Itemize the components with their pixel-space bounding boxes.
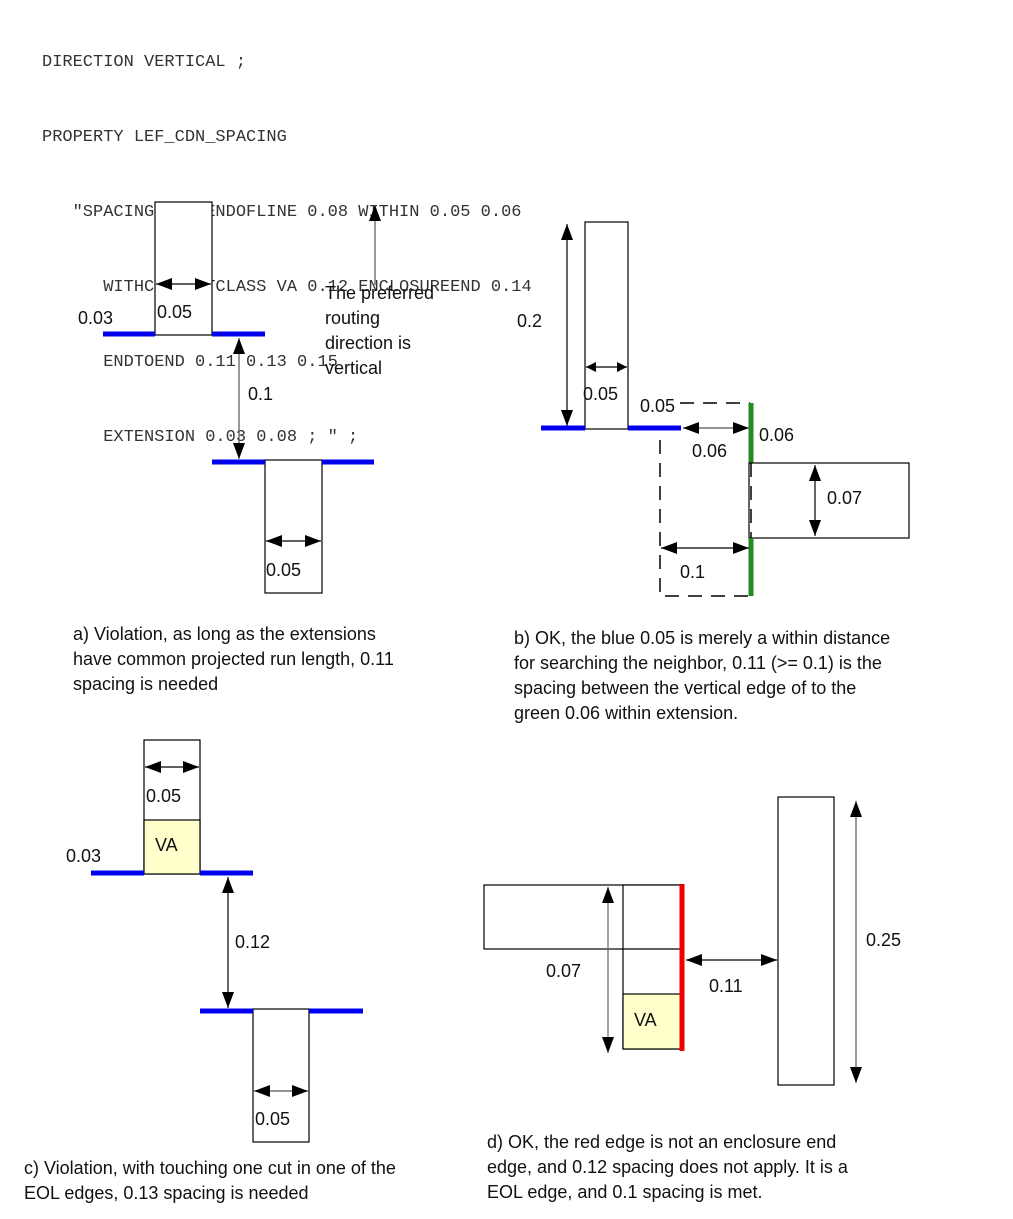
neighbor-height-label: 0.07 <box>827 488 862 508</box>
width-label-top: 0.05 <box>157 302 192 322</box>
code-line: DIRECTION VERTICAL ; <box>42 53 247 72</box>
routing-note: The preferred routing direction is verti… <box>325 283 439 378</box>
height-label: 0.2 <box>517 311 542 331</box>
code-line: ENDTOEND 0.11 0.13 0.15 <box>42 353 338 372</box>
spacing-label: 0.1 <box>248 384 273 404</box>
caption-line: a) Violation, as long as the extensions <box>73 624 376 644</box>
caption-line: green 0.06 within extension. <box>514 703 739 723</box>
search-window-dashed <box>659 402 750 597</box>
via-cut-label: VA <box>634 1010 657 1030</box>
width-label-bottom: 0.05 <box>255 1109 290 1129</box>
code-line: PROPERTY LEF_CDN_SPACING <box>42 128 287 147</box>
caption-line: EOL edge, and 0.1 spacing is met. <box>487 1182 763 1202</box>
routing-note-line: direction is <box>325 333 411 353</box>
within-label-blue: 0.05 <box>640 396 675 416</box>
caption-line: spacing is needed <box>73 674 219 694</box>
caption-b: b) OK, the blue 0.05 is merely a within … <box>514 626 890 726</box>
caption-c: c) Violation, with touching one cut in o… <box>24 1156 396 1206</box>
caption-a: a) Violation, as long as the extensions … <box>73 622 394 697</box>
routing-note-line: The preferred <box>325 283 434 303</box>
caption-d: d) OK, the red edge is not an enclosure … <box>487 1130 848 1205</box>
neighbor-wire <box>748 462 910 539</box>
caption-line: b) OK, the blue 0.05 is merely a within … <box>514 628 891 648</box>
extension-label: 0.03 <box>78 308 113 328</box>
width-label-bottom: 0.05 <box>266 560 301 580</box>
diagram-a: 0.03 0.05 0.1 0.05 The preferred routing… <box>78 201 439 594</box>
wire-bottom <box>252 1008 310 1143</box>
diagram-c: VA 0.05 0.03 0.12 0.05 <box>66 739 363 1143</box>
neighbor-wire <box>777 796 835 1086</box>
width-label-top: 0.05 <box>146 786 181 806</box>
height-label-right: 0.25 <box>866 930 901 950</box>
height-label-left: 0.07 <box>546 961 581 981</box>
caption-line: have common projected run length, 0.11 <box>73 649 394 669</box>
routing-note-line: vertical <box>325 358 382 378</box>
within-horizontal-label: 0.06 <box>692 441 727 461</box>
extension-label: 0.03 <box>66 846 101 866</box>
wire-bottom <box>264 459 323 594</box>
via-cut <box>143 819 201 875</box>
caption-line: EOL edges, 0.13 spacing is needed <box>24 1183 309 1203</box>
routing-note-line: routing <box>325 308 380 328</box>
caption-line: edge, and 0.12 spacing does not apply. I… <box>487 1157 848 1177</box>
spacing-label: 0.1 <box>680 562 705 582</box>
diagram-d: VA 0.07 0.11 0.25 <box>483 796 901 1086</box>
caption-line: spacing between the vertical edge of to … <box>514 678 857 698</box>
caption-line: for searching the neighbor, 0.11 (>= 0.1… <box>514 653 882 673</box>
spacing-label: 0.11 <box>709 976 743 996</box>
caption-line: d) OK, the red edge is not an enclosure … <box>487 1132 837 1152</box>
wire-vertical <box>584 221 629 430</box>
via-cut-label: VA <box>155 835 178 855</box>
wire-top <box>154 201 213 336</box>
within-green-label: 0.06 <box>759 425 794 445</box>
diagram-b: 0.2 0.05 0.05 0.06 0.06 0.07 0.1 <box>517 221 910 597</box>
spacing-label: 0.12 <box>235 932 270 952</box>
caption-line: c) Violation, with touching one cut in o… <box>24 1158 396 1178</box>
width-label: 0.05 <box>583 384 618 404</box>
